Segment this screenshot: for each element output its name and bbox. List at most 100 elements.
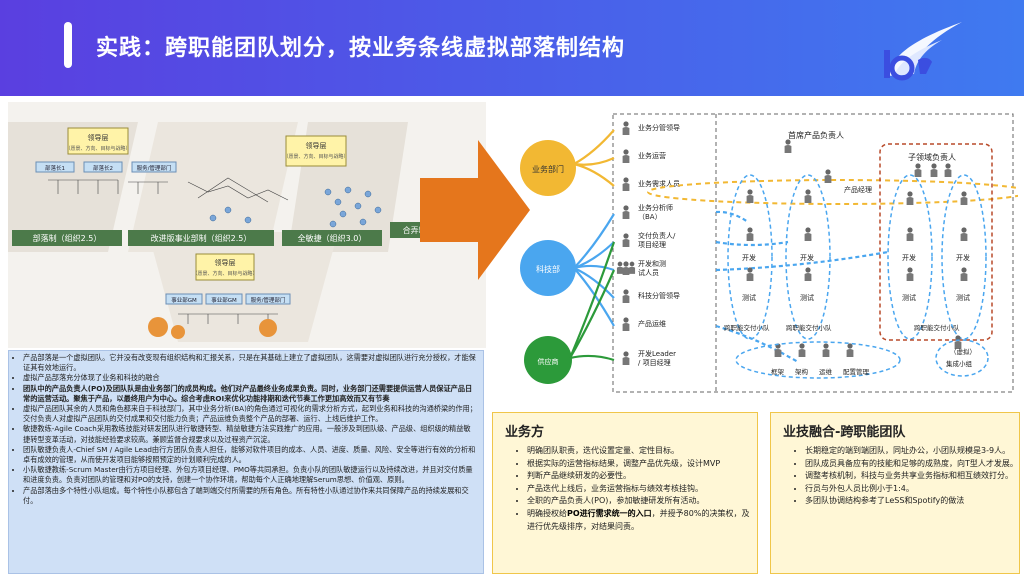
role-label: 交付负责人/ [638,231,676,240]
business-side-item: 明确授权给PO进行需求统一的入口，并授予80%的决策权，及进行优先级排序，对结果… [527,508,757,533]
dev-label-1: 开发 [742,253,756,262]
role-label: 开发和测 [638,259,666,268]
bullet-item: 敏捷教练-Agile Coach采用教练技能对研发团队进行敏捷转型、精益敏捷方法… [23,424,477,444]
bullet-item: 产品部落是一个虚拟团队。它并没有改变现有组织结构和汇报关系，只是在其基础上建立了… [23,353,477,373]
team-member-icon [746,267,754,281]
squad-label-1: 跨职能交付小队 [724,323,770,332]
squad-label-3: 跨职能交付小队 [914,323,960,332]
unit-6: 服务/管理部门 [251,296,286,304]
connector-line [569,354,615,362]
business-side-box: 业务方 明确团队职责，迭代设置定量、定性目标。根据实际的运营指标结果，调整产品优… [492,412,758,574]
bottom-role-1: 框架 [771,367,785,376]
connector-line [573,129,615,165]
team-member-icon [804,227,812,241]
team-member-icon [846,343,854,357]
team-member-icon [930,163,938,177]
team-member-icon [746,189,754,203]
connector-line [573,213,615,269]
team-member-icon [906,191,914,205]
bullet-item: 虚拟产品团队其余的人员和角色都来自于科技部门，其中业务分析(BA)的角色通过可视… [23,404,477,424]
role-icon [622,121,630,135]
connector-line [573,241,615,270]
role-icon [622,289,630,303]
role-label: 业务运营 [638,151,666,160]
dev-label-3: 开发 [902,253,916,262]
bottom-role-4: 配置管理 [843,367,870,376]
cross-functional-item: 行员与外包人员比例小于1:4。 [805,483,1018,496]
business-side-item: 判断产品继续研发的必要性。 [527,470,757,483]
bullet-item: 团队中的产品负责人(PO)及团队队是由业务部门的成员构成。他们对产品最终业务成果… [23,384,477,404]
connector-line [568,241,616,359]
connector-line [573,162,615,187]
team-member-icon [824,169,832,183]
cross-functional-item: 长期稳定的端到端团队，同址办公，小团队规模是3-9人。 [805,445,1018,458]
cross-functional-item: 调整考核机制，科技与业务共享业务指标和相互绩效打分。 [805,470,1018,483]
leader-box-1: 领导层 [88,133,109,142]
role-icon [622,205,630,219]
tech-dept-circle: 科技部 [536,264,560,274]
leader-sub-3: （愿景、方向、目标与战略） [192,270,257,277]
connector-line [569,269,616,359]
role-icon [622,317,630,331]
stage-full-agile: 全敏捷（组织3.0） [298,233,367,243]
bullet-item: 虚拟产品部落充分体现了业务和科技的融合 [23,373,477,383]
transition-arrow [420,140,530,280]
team-member-icon [954,335,962,349]
unit-5: 事业部GM [211,296,237,304]
connector-line [573,266,615,299]
role-label: 业务分管领导 [638,123,680,132]
stage-tribe: 部落制（组织2.5） [33,233,102,243]
squad-label-2: 跨职能交付小队 [786,323,832,332]
connector-line [573,267,615,327]
unit-4: 事业部GM [171,296,197,304]
bullet-item: 小队敏捷教练-Scrum Master由行方项目经理、外包方项目经理、PMO等共… [23,465,477,485]
tribe-structure-diagram: 业务部门 科技部 供应商 业务分管领导业务运营业务需求人员业务分析师（BA）交付… [520,113,1018,393]
test-label-4: 测试 [956,293,970,302]
company-logo [884,22,962,81]
role-icon [622,177,630,191]
team-member-icon [906,267,914,281]
role-label: / 项目经理 [638,358,671,367]
org-evolution-figure: 领导层 （愿景、方向、目标与战略） 领导层 （愿景、方向、目标与战略） 领导层 … [8,102,486,348]
team-member-icon [804,189,812,203]
team-member-icon [784,139,792,153]
explanation-bullets: 产品部落是一个虚拟团队。它并没有改变现有组织结构和汇报关系，只是在其基础上建立了… [8,350,484,574]
role-label: 开发Leader [638,349,676,358]
po-label: 产品经理 [844,185,872,194]
role-icon [622,233,630,247]
unit-2: 部落长2 [93,164,113,172]
bottom-role-2: 架构 [795,367,809,376]
team-member-icon [960,267,968,281]
team-member-icon [914,163,922,177]
team-member-icon [804,267,812,281]
bottom-role-3: 运维 [819,367,833,376]
role-label: 业务需求人员 [638,179,680,188]
business-side-item: 明确团队职责，迭代设置定量、定性目标。 [527,445,757,458]
team-member-icon [960,191,968,205]
role-label: 项目经理 [638,240,666,249]
leader-box-2: 领导层 [306,141,327,150]
cross-functional-item: 团队成员具备应有的技能和足够的成熟度，向T型人才发展。 [805,458,1018,471]
cross-functional-title: 业技融合-跨职能团队 [783,425,906,440]
team-member-icon [960,227,968,241]
unit-3: 服务/管理部门 [137,164,172,172]
page-title: 实践：跨职能团队划分，按业务条线虚拟部落制结构 [96,36,626,61]
cross-functional-item: 多团队协调结构参考了LeSS和Spotify的做法 [805,495,1018,508]
connector-line [715,240,789,247]
integration-group-label: 集成小组 [946,359,973,368]
chief-po-label: 首席产品负责人 [788,130,844,140]
team-member-icon [906,227,914,241]
role-icon [616,261,636,275]
role-icon [622,351,630,365]
leader-box-3: 领导层 [215,258,236,267]
business-side-item: 产品迭代上线后，业务运营指标与绩效考核挂钩。 [527,483,757,496]
connector-line [715,324,799,363]
team-member-icon [746,227,754,241]
role-label: （BA） [638,213,662,221]
test-label-3: 测试 [902,293,916,302]
business-side-item: 根据实际的运营指标结果，调整产品优先级，设计MVP [527,458,757,471]
team-member-icon [944,163,952,177]
role-icon [622,149,630,163]
title-accent-bar [64,22,72,68]
team-member-icon [822,343,830,357]
